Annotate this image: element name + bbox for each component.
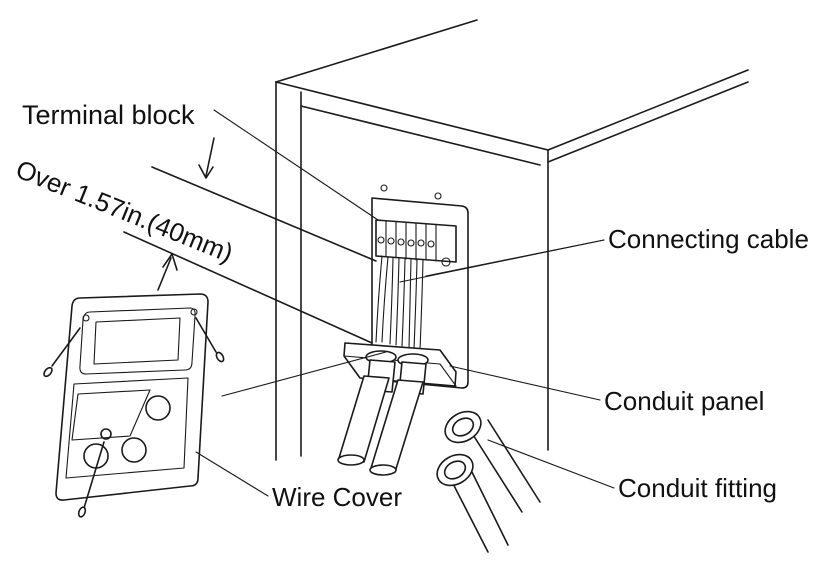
clearance-lines <box>123 166 377 344</box>
label-terminal-block: Terminal block <box>22 100 195 130</box>
conduit-fittings <box>436 410 541 553</box>
connecting-wires <box>375 255 424 351</box>
unit-cabinet <box>275 19 749 461</box>
screws <box>43 317 225 518</box>
label-wire-cover: Wire Cover <box>272 482 402 512</box>
label-conduit-fitting: Conduit fitting <box>618 473 777 503</box>
label-conduit-panel: Conduit panel <box>604 386 764 416</box>
label-connecting-cable: Connecting cable <box>608 224 809 254</box>
conduit-pipes <box>337 359 427 476</box>
wire-cover <box>55 293 209 501</box>
terminal-block <box>375 219 457 267</box>
leader-lines <box>195 109 615 497</box>
label-clearance: Over 1.57in.(40mm) <box>12 154 238 268</box>
